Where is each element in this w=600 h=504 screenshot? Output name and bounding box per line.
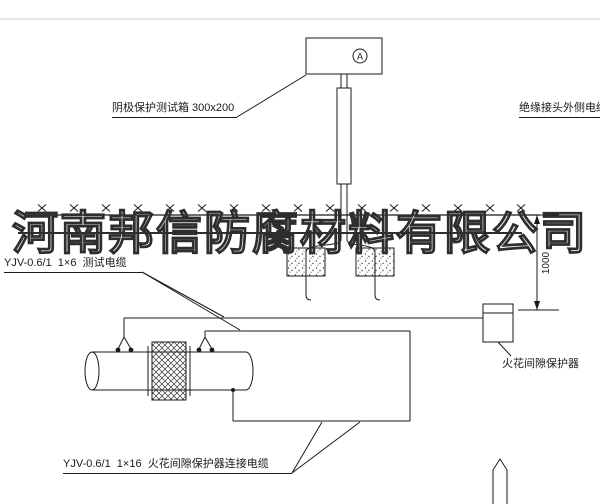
label-leaders xyxy=(141,271,361,474)
label-connect-cable: YJV-0.6/1 1×16 火花间隙保护器连接电缆 xyxy=(63,458,292,474)
spark-gap-protector xyxy=(482,303,514,357)
pipeline xyxy=(84,341,254,401)
ammeter-letter: A xyxy=(357,52,363,62)
label-spark-gap: 火花间隙保护器 xyxy=(502,358,579,370)
label-test-box: 阴极保护测试箱 300x200 xyxy=(112,102,237,118)
ammeter-icon xyxy=(352,48,368,64)
cable-runs xyxy=(117,317,483,422)
leader-test-box xyxy=(236,74,307,118)
cable-terminals xyxy=(115,347,235,392)
dimension-text: 1000 xyxy=(541,251,552,274)
insulating-joint xyxy=(151,341,187,401)
dimension-1000 xyxy=(518,214,559,311)
pipe-break-icon xyxy=(492,458,508,504)
anode-block-left xyxy=(286,247,326,277)
label-outer-cable: 绝缘接头外侧电缆 xyxy=(519,102,600,118)
label-test-cable: YJV-0.6/1 1×6 测试电缆 xyxy=(4,257,142,273)
test-box xyxy=(305,37,383,75)
anode-block-right xyxy=(355,247,395,277)
watermark-text: 河南邦信防腐材料有限公司 xyxy=(12,208,588,259)
